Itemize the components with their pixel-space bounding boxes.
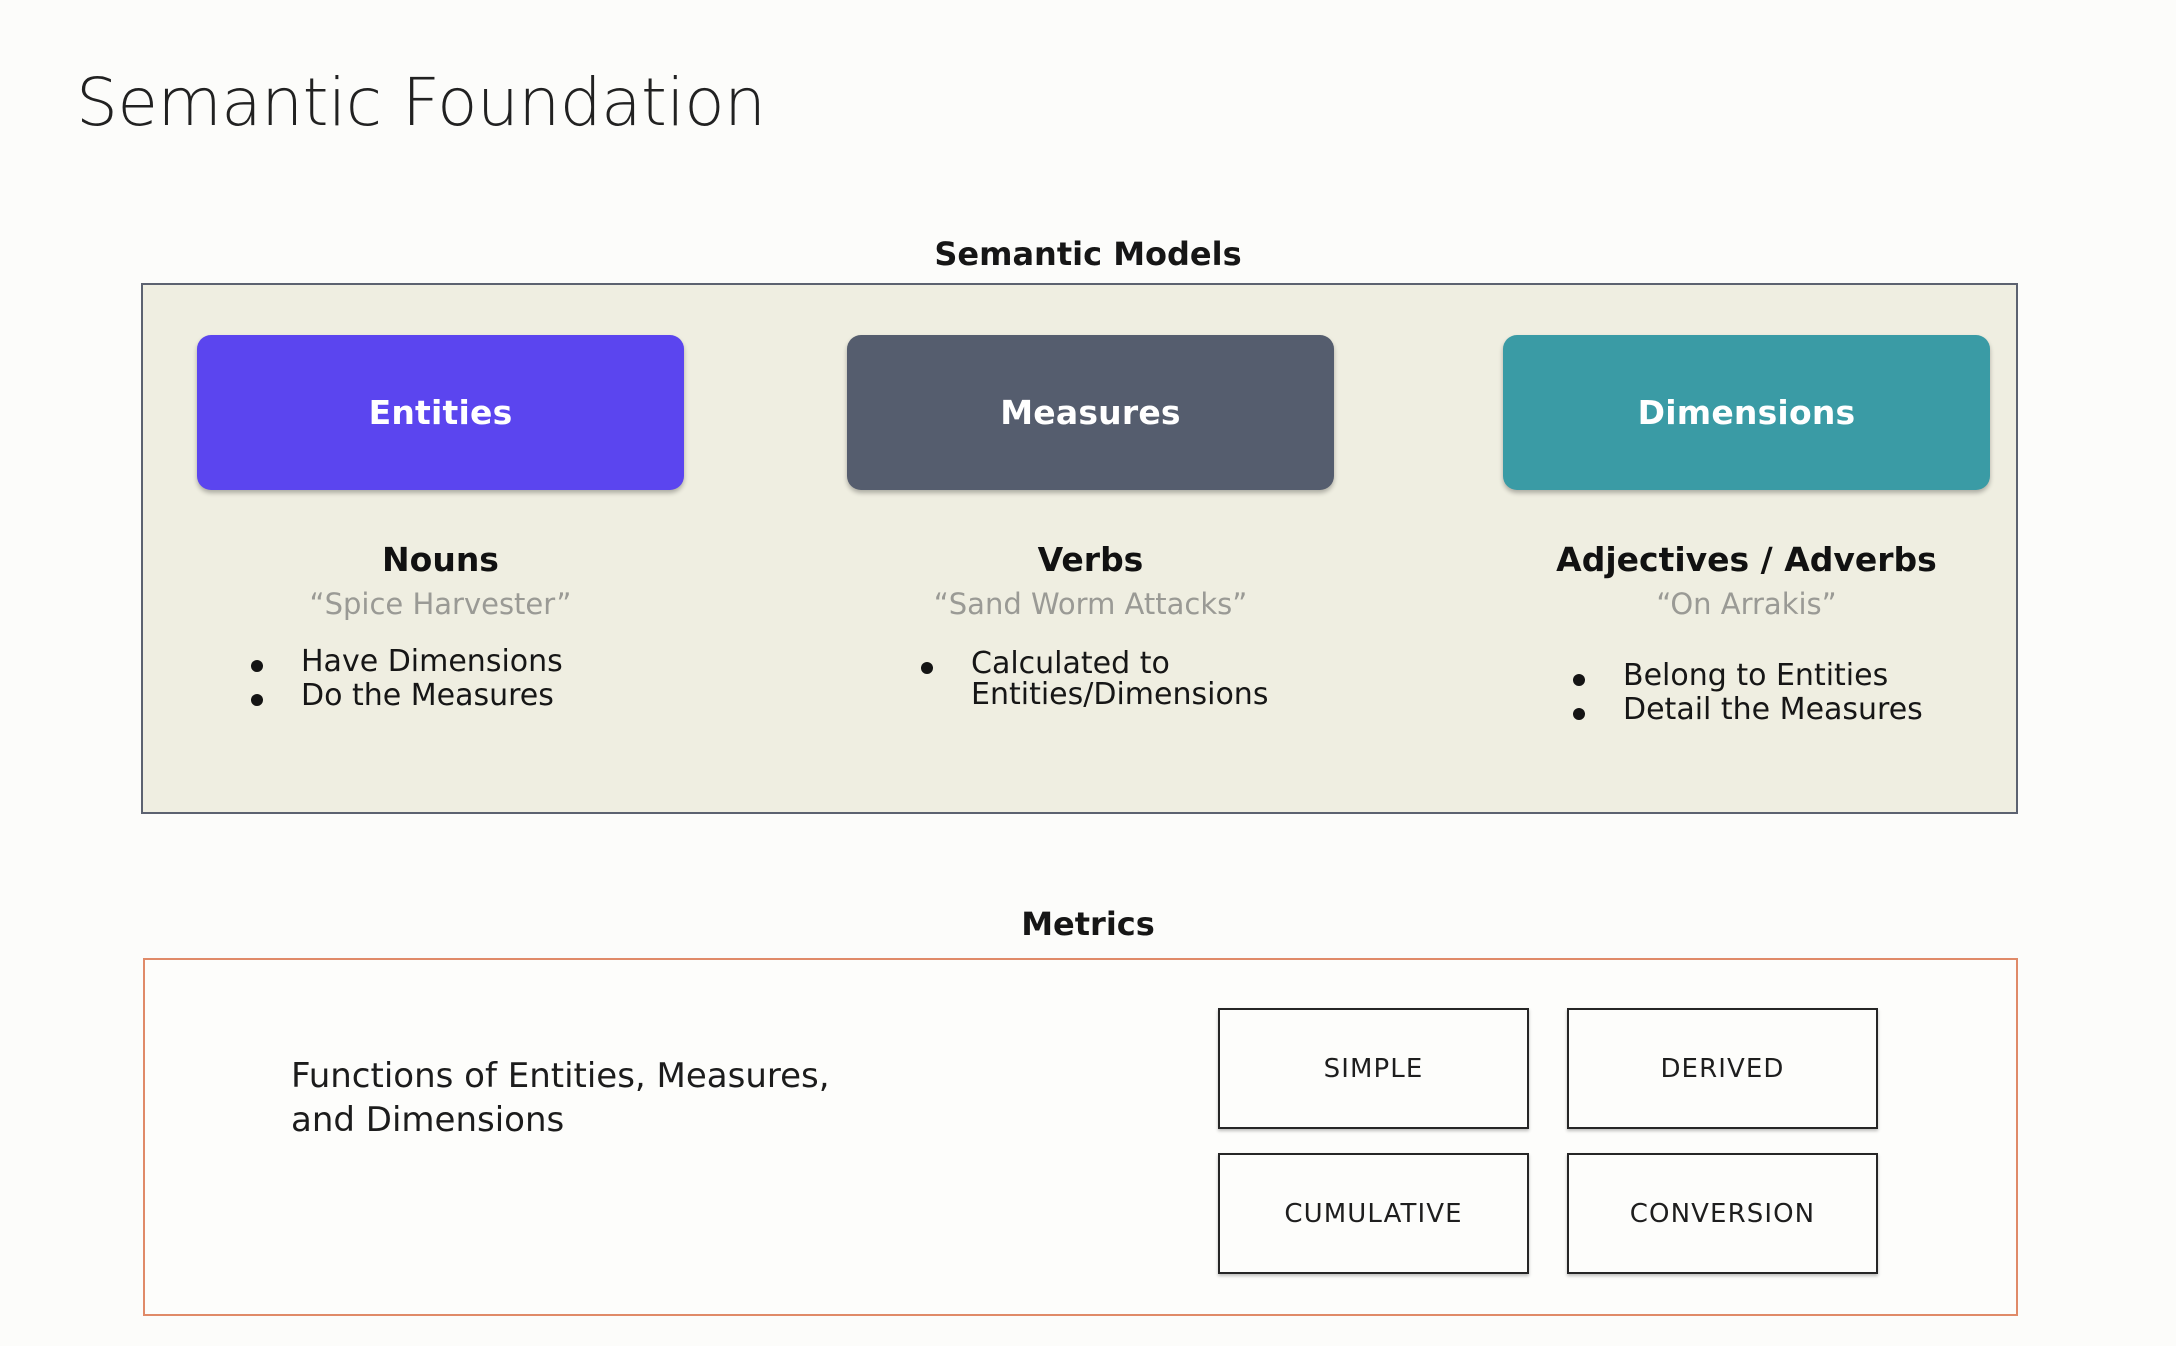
metric-box-simple[interactable]: SIMPLE [1218, 1008, 1529, 1129]
entities-card[interactable]: Entities [197, 335, 684, 490]
metrics-type-grid: SIMPLE DERIVED CUMULATIVE CONVERSION [1218, 1008, 1878, 1274]
entities-part-of-speech: Nouns [382, 540, 499, 579]
list-item: Calculated to Entities/Dimensions [889, 648, 1376, 711]
page-title: Semantic Foundation [76, 64, 766, 141]
metrics-heading: Metrics [1021, 905, 1155, 943]
semantic-model-column-measures: Measures Verbs “Sand Worm Attacks” Calcu… [847, 285, 1334, 812]
measures-bullet-list: Calculated to Entities/Dimensions [889, 648, 1376, 714]
measures-example: “Sand Worm Attacks” [933, 587, 1248, 621]
semantic-model-column-entities: Entities Nouns “Spice Harvester” Have Di… [197, 285, 684, 812]
dimensions-bullet-list: Belong to Entities Detail the Measures [1541, 660, 2028, 729]
metric-box-derived[interactable]: DERIVED [1567, 1008, 1878, 1129]
entities-bullet-list: Have Dimensions Do the Measures [219, 646, 706, 715]
list-item: Belong to Entities [1541, 660, 2028, 692]
list-item: Detail the Measures [1541, 694, 2028, 726]
metric-box-cumulative[interactable]: CUMULATIVE [1218, 1153, 1529, 1274]
measures-part-of-speech: Verbs [1037, 540, 1144, 579]
semantic-models-columns: Entities Nouns “Spice Harvester” Have Di… [143, 285, 2016, 812]
metrics-description: Functions of Entities, Measures, and Dim… [291, 1056, 830, 1140]
measures-card-label: Measures [1000, 393, 1181, 432]
list-item: Have Dimensions [219, 646, 706, 678]
entities-example: “Spice Harvester” [309, 587, 572, 621]
measures-card[interactable]: Measures [847, 335, 1334, 490]
semantic-models-panel: Entities Nouns “Spice Harvester” Have Di… [141, 283, 2018, 814]
dimensions-part-of-speech: Adjectives / Adverbs [1556, 540, 1937, 579]
list-item: Do the Measures [219, 680, 706, 712]
metric-box-conversion[interactable]: CONVERSION [1567, 1153, 1878, 1274]
dimensions-card-label: Dimensions [1637, 393, 1856, 432]
semantic-models-heading: Semantic Models [934, 235, 1242, 273]
entities-card-label: Entities [368, 393, 513, 432]
dimensions-card[interactable]: Dimensions [1503, 335, 1990, 490]
semantic-model-column-dimensions: Dimensions Adjectives / Adverbs “On Arra… [1503, 285, 1990, 812]
dimensions-example: “On Arrakis” [1656, 587, 1837, 621]
metrics-panel: Functions of Entities, Measures, and Dim… [143, 958, 2018, 1316]
